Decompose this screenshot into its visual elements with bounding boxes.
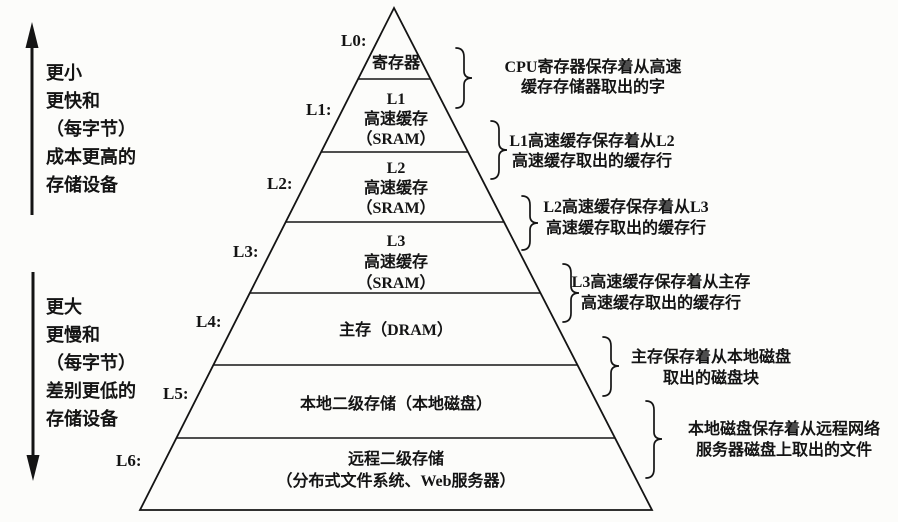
brace-l4-main-memory bbox=[602, 336, 620, 397]
brace-l1-cache bbox=[490, 120, 508, 180]
level-l5-local-storage: 本地二级存储（本地磁盘） bbox=[300, 395, 492, 415]
axis-label-line: 更小 bbox=[46, 63, 82, 83]
annotation-l0-registers: CPU寄存器保存着从高速 缓存存储器取出的字 bbox=[505, 58, 682, 98]
left-top-axis-label: 更小 更快和 （每字节） 成本更高的 存储设备 bbox=[46, 59, 136, 199]
annotation-line: L3高速缓存保存着从主存 bbox=[571, 274, 751, 291]
level-l4-main-memory: 主存（DRAM） bbox=[339, 321, 453, 341]
up-arrow-icon bbox=[25, 22, 39, 215]
level-text-line: L3 bbox=[386, 233, 406, 250]
level-text-line: L1 bbox=[386, 91, 406, 108]
level-text-line: （SRAM） bbox=[356, 131, 436, 148]
annotation-l2-cache: L2高速缓存保存着从L3 高速缓存取出的缓存行 bbox=[543, 197, 708, 239]
annotation-line: 本地磁盘保存着从远程网络 bbox=[687, 421, 881, 438]
level-id-l4: L4: bbox=[196, 312, 222, 331]
brace-l3-cache bbox=[562, 263, 580, 323]
annotation-line: 高速缓存取出的缓存行 bbox=[580, 295, 741, 312]
axis-label-line: 更慢和 bbox=[46, 325, 100, 345]
annotation-line: 服务器磁盘上取出的文件 bbox=[695, 442, 873, 459]
level-text-line: （SRAM） bbox=[356, 200, 436, 217]
axis-label-line: （每字节） bbox=[46, 119, 136, 139]
level-l2-cache: L2 高速缓存 （SRAM） bbox=[356, 159, 435, 219]
level-id-l5: L5: bbox=[163, 384, 189, 403]
level-text-line: （分布式文件系统、Web服务器） bbox=[276, 473, 516, 490]
axis-label-line: 成本更高的 bbox=[46, 147, 136, 167]
axis-label-line: （每字节） bbox=[46, 353, 136, 373]
pyramid-level-dividers bbox=[176, 78, 615, 439]
annotation-line: 取出的磁盘块 bbox=[662, 370, 760, 387]
annotation-line: L2高速缓存保存着从L3 bbox=[543, 199, 709, 216]
level-l0-registers: 寄存器 bbox=[372, 54, 420, 74]
annotation-line: 缓存存储器取出的字 bbox=[520, 79, 666, 96]
level-text-line: 寄存器 bbox=[371, 55, 421, 72]
brace-l2-cache bbox=[521, 195, 539, 251]
level-l3-cache: L3 高速缓存 （SRAM） bbox=[356, 231, 435, 294]
level-text-line: L2 bbox=[386, 160, 406, 177]
level-l6-remote-storage: 远程二级存储 （分布式文件系统、Web服务器） bbox=[276, 449, 515, 493]
brace-l5-local-disk bbox=[645, 400, 663, 479]
pyramid-outline bbox=[138, 6, 654, 511]
axis-label-line: 差别更低的 bbox=[46, 381, 136, 401]
axis-label-line: 更快和 bbox=[46, 91, 100, 111]
level-text-line: （SRAM） bbox=[356, 275, 436, 292]
level-text-line: 主存（DRAM） bbox=[339, 322, 453, 339]
level-text-line: 远程二级存储 bbox=[347, 451, 444, 468]
level-l1-cache: L1 高速缓存 （SRAM） bbox=[356, 90, 435, 150]
annotation-line: 高速缓存取出的缓存行 bbox=[511, 153, 673, 170]
axis-label-line: 存储设备 bbox=[46, 409, 118, 429]
level-text-line: 高速缓存 bbox=[363, 254, 428, 271]
annotation-l5-local-disk: 本地磁盘保存着从远程网络 服务器磁盘上取出的文件 bbox=[688, 419, 880, 461]
down-arrow-icon bbox=[26, 272, 40, 481]
brace-l0-registers bbox=[455, 47, 473, 109]
level-text-line: 高速缓存 bbox=[363, 111, 428, 128]
annotation-line: L1高速缓存保存着从L2 bbox=[509, 133, 675, 150]
level-id-l3: L3: bbox=[233, 242, 259, 261]
annotation-line: CPU寄存器保存着从高速 bbox=[504, 59, 682, 76]
axis-label-line: 更大 bbox=[46, 297, 82, 317]
left-bottom-axis-label: 更大 更慢和 （每字节） 差别更低的 存储设备 bbox=[46, 293, 136, 433]
level-id-l2: L2: bbox=[267, 174, 293, 193]
annotation-l1-cache: L1高速缓存保存着从L2 高速缓存取出的缓存行 bbox=[509, 132, 674, 172]
level-text-line: 本地二级存储（本地磁盘） bbox=[299, 396, 493, 413]
annotation-line: 高速缓存取出的缓存行 bbox=[545, 220, 707, 237]
axis-label-line: 存储设备 bbox=[46, 175, 118, 195]
annotation-l4-main-memory: 主存保存着从本地磁盘 取出的磁盘块 bbox=[631, 347, 791, 389]
annotation-line: 主存保存着从本地磁盘 bbox=[630, 349, 792, 366]
level-id-l0: L0: bbox=[341, 31, 367, 50]
level-text-line: 高速缓存 bbox=[363, 180, 428, 197]
annotation-l3-cache: L3高速缓存保存着从主存 高速缓存取出的缓存行 bbox=[572, 272, 751, 314]
level-id-l6: L6: bbox=[116, 451, 142, 470]
level-id-l1: L1: bbox=[306, 100, 332, 119]
